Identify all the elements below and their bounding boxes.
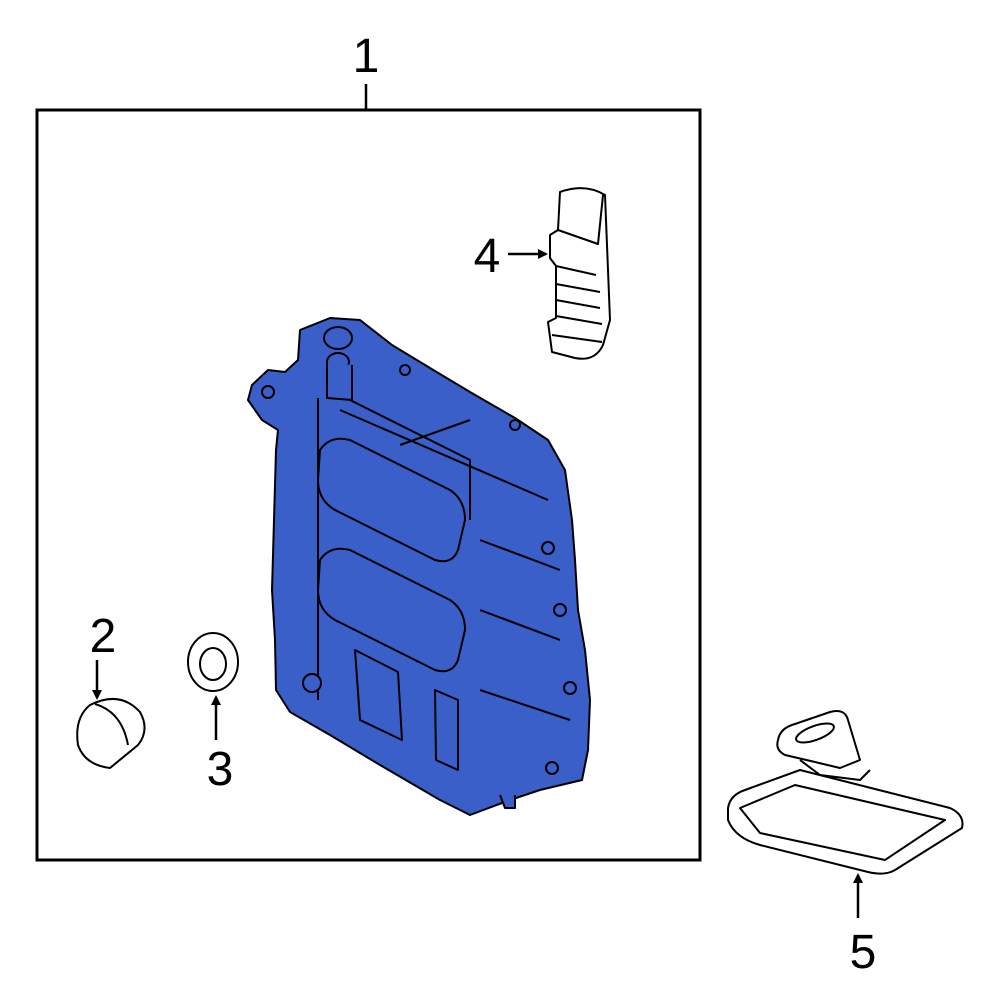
callout-5: 5 <box>850 926 877 979</box>
assembly-frame <box>35 108 702 862</box>
transmission-filter-icon: 5 <box>727 710 964 979</box>
transmission-oil-pan-icon <box>247 317 591 816</box>
sensor-plug-icon: 4 <box>474 187 611 360</box>
drain-plug-icon: 2 <box>76 610 146 769</box>
callout-4: 4 <box>474 230 501 283</box>
callout-3: 3 <box>207 743 234 796</box>
callout-2: 2 <box>90 610 117 663</box>
gasket-washer-icon: 3 <box>187 632 239 796</box>
callout-1: 1 <box>353 30 380 83</box>
